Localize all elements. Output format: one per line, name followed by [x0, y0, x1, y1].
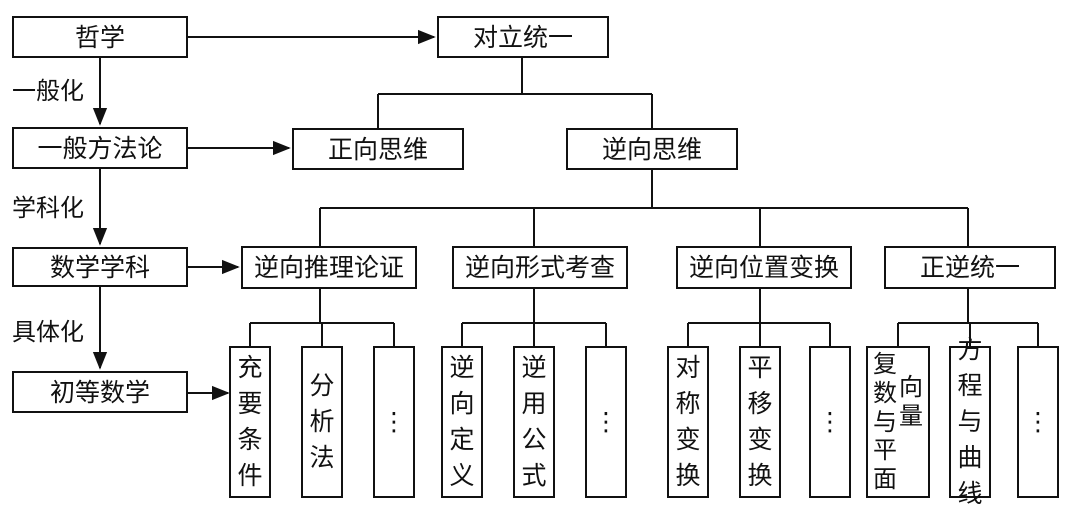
leaf-char: 线: [957, 479, 983, 508]
leaf-char: 分: [309, 371, 335, 400]
leaf-ellipsis-4: ⋮: [1017, 346, 1059, 498]
leaf-complex-col-plane: 复数与平面: [873, 350, 897, 494]
leaf-char: ⋮: [593, 407, 619, 436]
leaf-char: 用: [521, 389, 547, 418]
node-elementary-math: 初等数学: [12, 371, 188, 413]
leaf-char: 析: [309, 407, 335, 436]
leaf-char: 义: [449, 461, 475, 490]
leaf-symmetric-transform: 对称变换: [667, 346, 709, 498]
leaf-char: 法: [309, 443, 335, 472]
leaf-char: 与: [957, 407, 983, 436]
leaf-reverse-definition: 逆向定义: [441, 346, 483, 498]
leaf-char: 面: [873, 465, 897, 494]
leaf-char: 件: [237, 461, 263, 490]
node-forward-thinking: 正向思维: [292, 128, 464, 170]
leaf-char: 条: [237, 425, 263, 454]
leaf-char: 与: [873, 407, 897, 436]
leaf-char: 向: [449, 389, 475, 418]
leaf-char: 逆: [521, 353, 547, 382]
node-reverse-reasoning: 逆向推理论证: [241, 246, 417, 289]
leaf-char: 程: [957, 371, 983, 400]
node-general-methodology: 一般方法论: [12, 127, 188, 169]
node-math-discipline: 数学学科: [12, 247, 188, 287]
leaf-analysis-method: 分析法: [301, 346, 343, 498]
leaf-equation-curve: 方程与曲线: [949, 335, 991, 508]
leaf-char: 平: [873, 436, 897, 465]
label-generalize: 一般化: [12, 77, 84, 105]
leaf-char: 向: [899, 373, 923, 402]
leaf-char: 复: [873, 350, 897, 378]
leaf-char: 变: [675, 425, 701, 454]
leaf-char: 数: [873, 378, 897, 407]
leaf-char: ⋮: [1025, 407, 1051, 436]
label-disciplinize: 学科化: [12, 194, 84, 222]
leaf-char: 称: [675, 389, 701, 418]
node-philosophy: 哲学: [12, 16, 188, 58]
node-unity-of-opposites: 对立统一: [437, 16, 609, 58]
leaf-char: 量: [899, 402, 923, 430]
leaf-translation-transform: 平移变换: [739, 346, 781, 498]
leaf-complex-plane-vector: 向量 复数与平面: [866, 346, 930, 498]
leaf-char: 换: [675, 461, 701, 490]
node-reverse-form-check: 逆向形式考查: [452, 246, 628, 289]
leaf-ellipsis-1: ⋮: [373, 346, 415, 498]
leaf-reverse-formula: 逆用公式: [513, 346, 555, 498]
node-forward-reverse-unity: 正逆统一: [884, 246, 1056, 289]
leaf-char: 对: [675, 353, 701, 382]
leaf-char: ⋮: [817, 407, 843, 436]
leaf-char: 要: [237, 389, 263, 418]
leaf-ellipsis-2: ⋮: [585, 346, 627, 498]
node-reverse-position-transform: 逆向位置变换: [676, 246, 852, 289]
leaf-complex-col-vector: 向量: [899, 373, 923, 431]
leaf-char: 移: [747, 389, 773, 418]
leaf-char: 变: [747, 425, 773, 454]
leaf-char: 换: [747, 461, 773, 490]
leaf-necessary-sufficient: 充要条件: [229, 346, 271, 498]
leaf-char: 充: [237, 353, 263, 382]
leaf-char: ⋮: [381, 407, 407, 436]
leaf-char: 逆: [449, 353, 475, 382]
leaf-char: 公: [521, 425, 547, 454]
leaf-char: 平: [747, 353, 773, 382]
leaf-char: 曲: [957, 443, 983, 472]
leaf-char: 定: [449, 425, 475, 454]
leaf-char: 式: [521, 461, 547, 490]
leaf-ellipsis-3: ⋮: [809, 346, 851, 498]
label-concretize: 具体化: [12, 318, 84, 346]
node-reverse-thinking: 逆向思维: [566, 128, 738, 170]
leaf-char: 方: [957, 335, 983, 364]
